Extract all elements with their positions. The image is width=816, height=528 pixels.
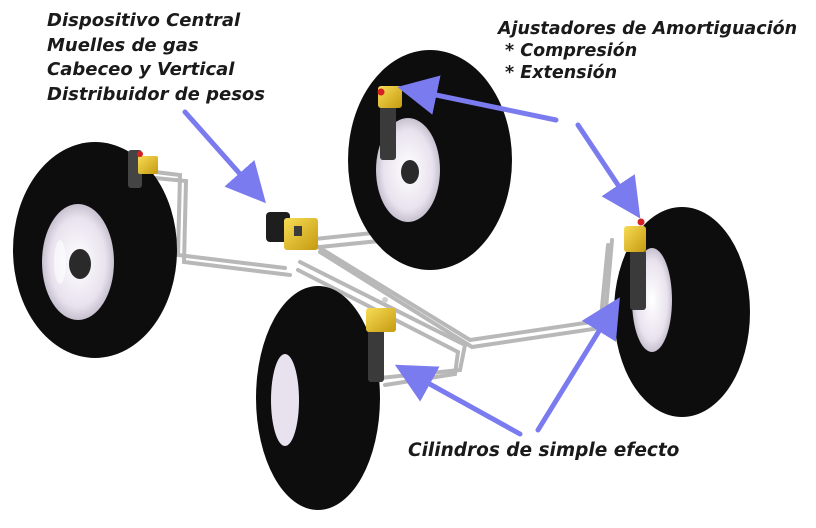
wheel-front-right [256,286,380,510]
arrow-cylinder-rear-right [535,297,620,433]
pointer-arrows [182,75,641,437]
central-device-line: Distribuidor de pesos [47,83,265,105]
central-device-line: Muelles de gas [47,34,199,56]
arrow-adjuster-rear-right [575,122,641,219]
central-device-label: Dispositivo Central Muelles de gas Cabec… [47,9,265,107]
cylinders-label: Cilindros de simple efecto [408,440,680,461]
damping-adjusters-item: * Compresión [505,41,638,61]
wheel-front-left [13,142,177,358]
shock-absorber-front-left [128,150,158,188]
wheel-rear-left [348,50,512,270]
damping-adjusters-title: Ajustadores de Amortiguación [498,19,798,39]
arrow-adjuster-rear-left [397,75,559,123]
shock-absorber-front-right [366,297,396,382]
arrow-cylinder-front-right [394,364,523,437]
arrow-central-device [182,109,266,204]
central-device-line: Dispositivo Central [47,10,241,31]
shock-absorber-rear-left [377,86,402,160]
damping-adjusters-item: * Extensión [505,63,618,83]
damping-adjusters-label: Ajustadores de Amortiguación * Compresió… [498,18,797,84]
hydraulic-tubing [153,170,614,387]
shock-absorber-rear-right [624,218,646,310]
central-device-line: Cabeceo y Vertical [47,59,235,80]
central-device [266,212,318,250]
